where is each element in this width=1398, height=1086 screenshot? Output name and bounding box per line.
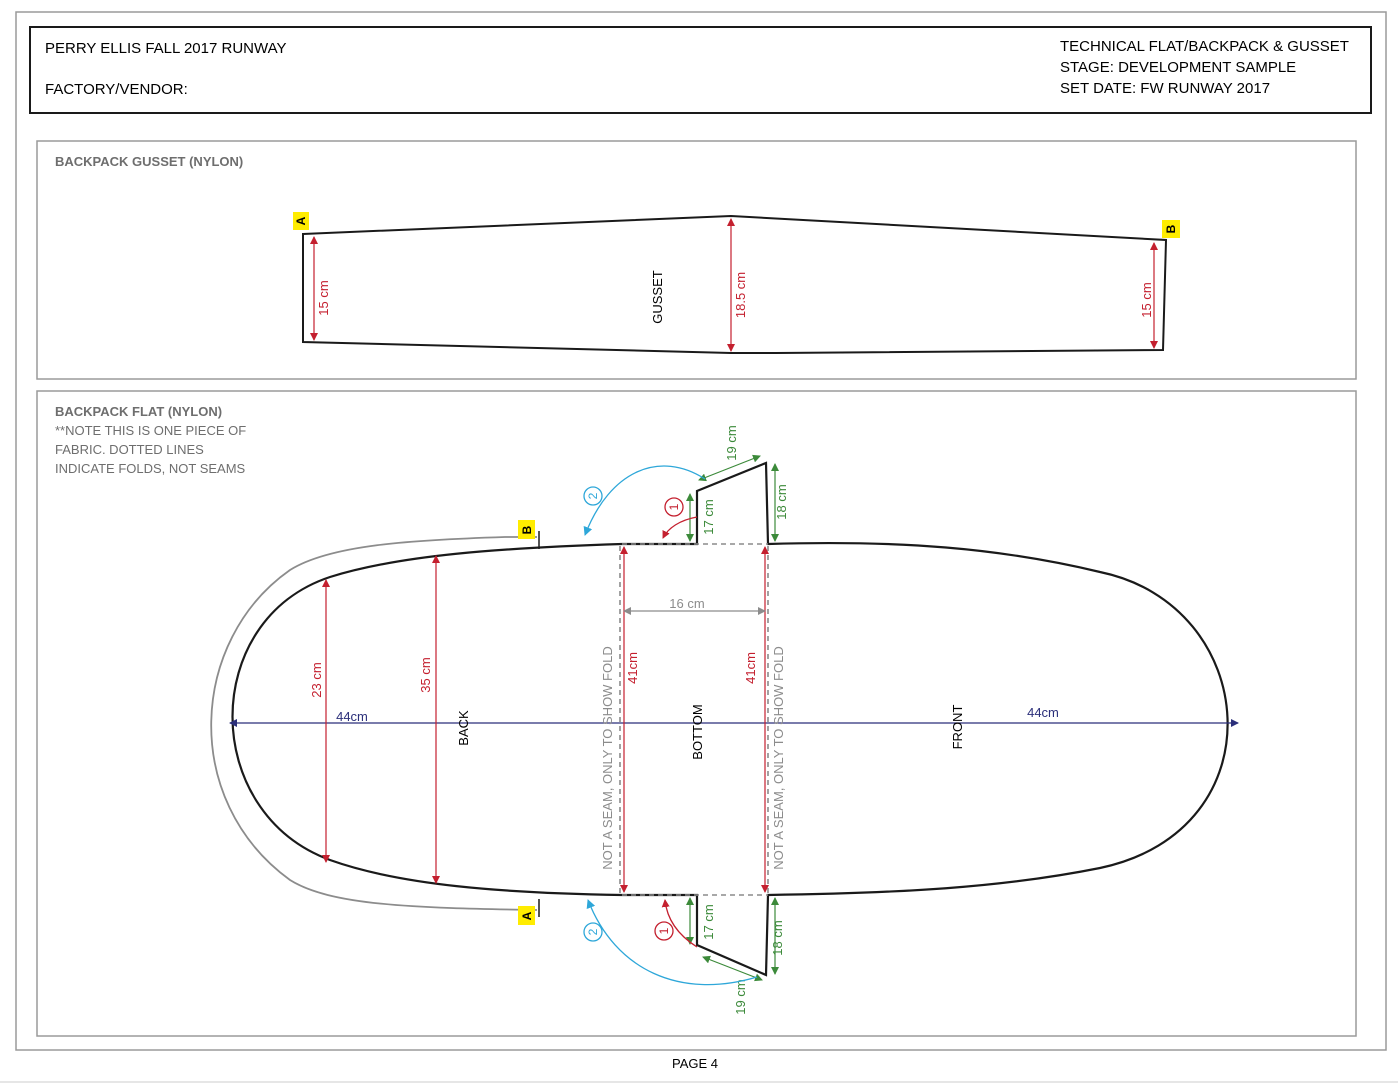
back-height-label: 35 cm xyxy=(418,657,433,692)
bottom-flap-inner-label: 17 cm xyxy=(701,904,716,939)
flat-marker-a: A xyxy=(520,911,534,920)
step2-circle-top xyxy=(583,486,603,506)
gusset-marker-a-box xyxy=(293,212,309,230)
gusset-marker-b: B xyxy=(1164,224,1178,233)
fold-note-right: NOT A SEAM, ONLY TO SHOW FOLD xyxy=(771,646,786,869)
front-width-label: 44cm xyxy=(1027,705,1059,720)
flat-note-line-3: INDICATE FOLDS, NOT SEAMS xyxy=(55,461,246,476)
gusset-marker-b-box xyxy=(1162,220,1180,238)
set-date-label: SET DATE: FW RUNWAY 2017 xyxy=(1060,80,1270,97)
gusset-panel xyxy=(36,140,1357,380)
step1-arrow-top xyxy=(662,516,698,539)
bottom-right-height-label: 41cm xyxy=(743,652,758,684)
back-inner-height-label: 23 cm xyxy=(309,662,324,697)
flat-panel xyxy=(36,390,1357,1037)
gusset-seam-guide xyxy=(210,536,538,911)
gusset-left-height-label: 15 cm xyxy=(316,280,331,315)
bottom-flap-slant-label: 19 cm xyxy=(733,979,748,1014)
page-number: PAGE 4 xyxy=(672,1056,718,1071)
step2-arrow-bottom xyxy=(586,899,758,986)
top-flap-outer-label: 18 cm xyxy=(774,484,789,519)
section-front-label: FRONT xyxy=(950,705,965,750)
step2-number-bottom: 2 xyxy=(586,928,600,935)
section-back-label: BACK xyxy=(456,710,471,746)
doc-type: TECHNICAL FLAT/BACKPACK & GUSSET xyxy=(1060,38,1349,55)
page-frame xyxy=(15,11,1387,1051)
flat-note-line-1: **NOTE THIS IS ONE PIECE OF xyxy=(55,423,246,438)
flat-panel-title: BACKPACK FLAT (NYLON) xyxy=(55,404,222,419)
bottom-width-label: 16 cm xyxy=(669,596,704,611)
top-flap-slant-label: 19 cm xyxy=(724,425,739,460)
header-box xyxy=(29,26,1372,114)
flat-marker-b: B xyxy=(520,525,534,534)
top-flap-slant-line xyxy=(698,454,761,482)
stage-label: STAGE: DEVELOPMENT SAMPLE xyxy=(1060,59,1296,76)
gusset-center-height-label: 18.5 cm xyxy=(733,272,748,318)
gusset-marker-a: A xyxy=(294,216,308,225)
section-bottom-label: BOTTOM xyxy=(690,704,705,759)
flat-marker-b-box xyxy=(518,520,535,539)
step1-circle-bottom xyxy=(654,921,674,941)
bottom-left-height-label: 41cm xyxy=(625,652,640,684)
flat-note-line-2: FABRIC. DOTTED LINES xyxy=(55,442,204,457)
fold-note-left: NOT A SEAM, ONLY TO SHOW FOLD xyxy=(600,646,615,869)
gusset-outline xyxy=(302,214,1168,354)
step1-number-bottom: 1 xyxy=(657,927,671,934)
gusset-piece-label: GUSSET xyxy=(650,270,665,324)
top-flap-inner-label: 17 cm xyxy=(701,499,716,534)
step1-circle-top xyxy=(664,497,684,517)
step1-arrow-bottom xyxy=(661,899,698,948)
flat-outline xyxy=(231,461,1229,977)
header-title: PERRY ELLIS FALL 2017 RUNWAY xyxy=(45,40,287,57)
step1-number-top: 1 xyxy=(667,503,681,510)
flat-marker-a-box xyxy=(518,906,535,925)
gusset-right-height-label: 15 cm xyxy=(1139,282,1154,317)
step2-number-top: 2 xyxy=(586,492,600,499)
step2-arrow-top xyxy=(583,465,706,536)
bottom-flap-outer-label: 18 cm xyxy=(770,920,785,955)
gusset-panel-title: BACKPACK GUSSET (NYLON) xyxy=(55,154,243,169)
back-width-label: 44cm xyxy=(336,709,368,724)
step2-circle-bottom xyxy=(583,922,603,942)
bottom-flap-slant-line xyxy=(702,955,763,982)
factory-vendor-label: FACTORY/VENDOR: xyxy=(45,81,188,98)
